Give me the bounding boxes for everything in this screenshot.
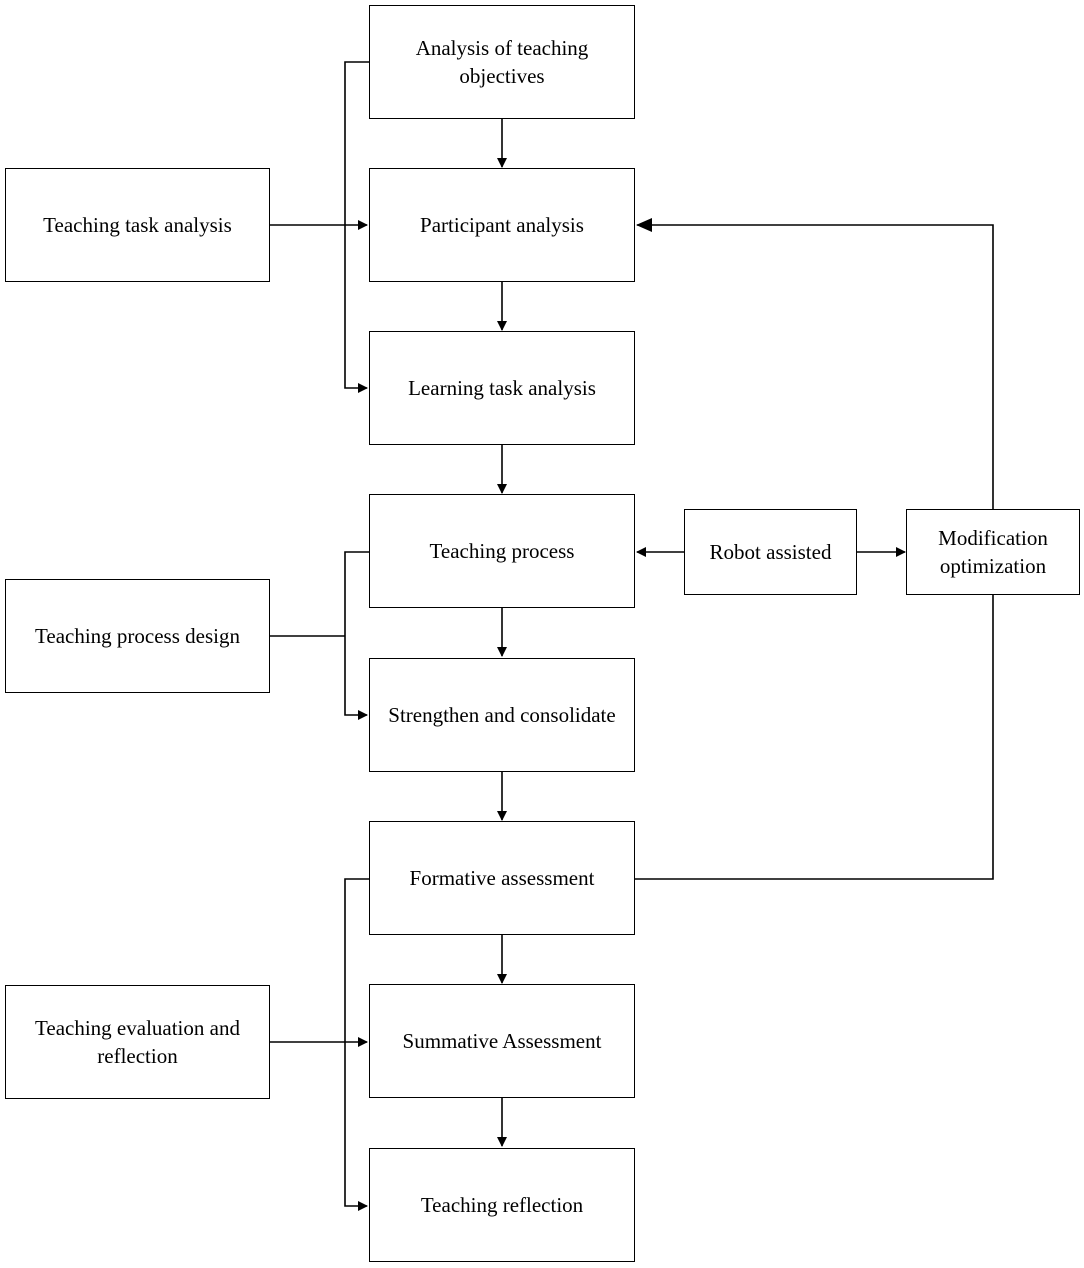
robot-assisted-box: Robot assisted bbox=[684, 509, 857, 595]
strengthen-consolidate-box: Strengthen and consolidate bbox=[369, 658, 635, 772]
learning-task-analysis-label: Learning task analysis bbox=[408, 376, 596, 400]
analysis-objectives-label: Analysis of teaching objectives bbox=[415, 36, 589, 88]
arrow-modification-to-participant bbox=[636, 218, 994, 509]
summative-assessment-box: Summative Assessment bbox=[369, 984, 635, 1098]
summative-assessment-label: Summative Assessment bbox=[402, 1029, 602, 1053]
teaching-evaluation-reflection-box: Teaching evaluation and reflection bbox=[5, 985, 270, 1099]
formative-assessment-label: Formative assessment bbox=[409, 866, 595, 890]
modification-optimization-box: Modification optimization bbox=[906, 509, 1080, 595]
teaching-process-design-label: Teaching process design bbox=[35, 624, 240, 648]
teaching-process-design-box: Teaching process design bbox=[5, 579, 270, 693]
participant-analysis-label: Participant analysis bbox=[420, 213, 584, 237]
teaching-process-box: Teaching process bbox=[369, 494, 635, 608]
line-formative-to-modification bbox=[635, 595, 994, 880]
analysis-objectives-box: Analysis of teaching objectives bbox=[369, 5, 635, 119]
formative-assessment-box: Formative assessment bbox=[369, 821, 635, 935]
teaching-reflection-label: Teaching reflection bbox=[420, 1193, 584, 1217]
strengthen-consolidate-label: Strengthen and consolidate bbox=[388, 703, 616, 727]
robot-assisted-label: Robot assisted bbox=[709, 540, 832, 564]
learning-task-analysis-box: Learning task analysis bbox=[369, 331, 635, 445]
teaching-evaluation-reflection-label: Teaching evaluation and reflection bbox=[35, 1016, 240, 1068]
modification-optimization-label: Modification optimization bbox=[938, 526, 1048, 578]
teaching-task-analysis-box: Teaching task analysis bbox=[5, 168, 270, 282]
teaching-task-analysis-label: Teaching task analysis bbox=[43, 213, 232, 237]
teaching-reflection-box: Teaching reflection bbox=[369, 1148, 635, 1262]
bracket-process-design bbox=[344, 551, 369, 720]
participant-analysis-box: Participant analysis bbox=[369, 168, 635, 282]
teaching-process-label: Teaching process bbox=[429, 539, 575, 563]
